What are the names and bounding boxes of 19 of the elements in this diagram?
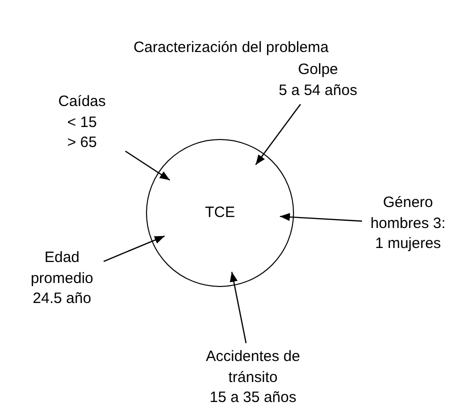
factor-heading: Golpe [296,60,340,80]
factor-detail: < 15 [66,112,98,132]
arrow [230,272,247,344]
node-label: TCE [205,202,235,223]
factor-heading: Género [382,193,434,213]
factor-detail: 5 a 54 años [278,80,358,100]
arrow [280,213,362,222]
factor-detail: 15 a 35 años [208,388,298,408]
diagram-title: Caracterización del problema [132,39,330,56]
arrow [125,150,170,181]
circle-node [146,139,294,287]
factor-heading: Caídas [57,92,107,112]
factor-heading: Accidentes de tránsito [205,347,301,388]
arrow [255,104,301,166]
factor-detail: > 65 [66,133,98,153]
factor-detail: 24.5 año [32,289,92,309]
arrow [103,236,165,262]
factor-detail: hombres 3: 1 mujeres [369,214,447,254]
factor-heading: Edad promedio [30,248,94,288]
